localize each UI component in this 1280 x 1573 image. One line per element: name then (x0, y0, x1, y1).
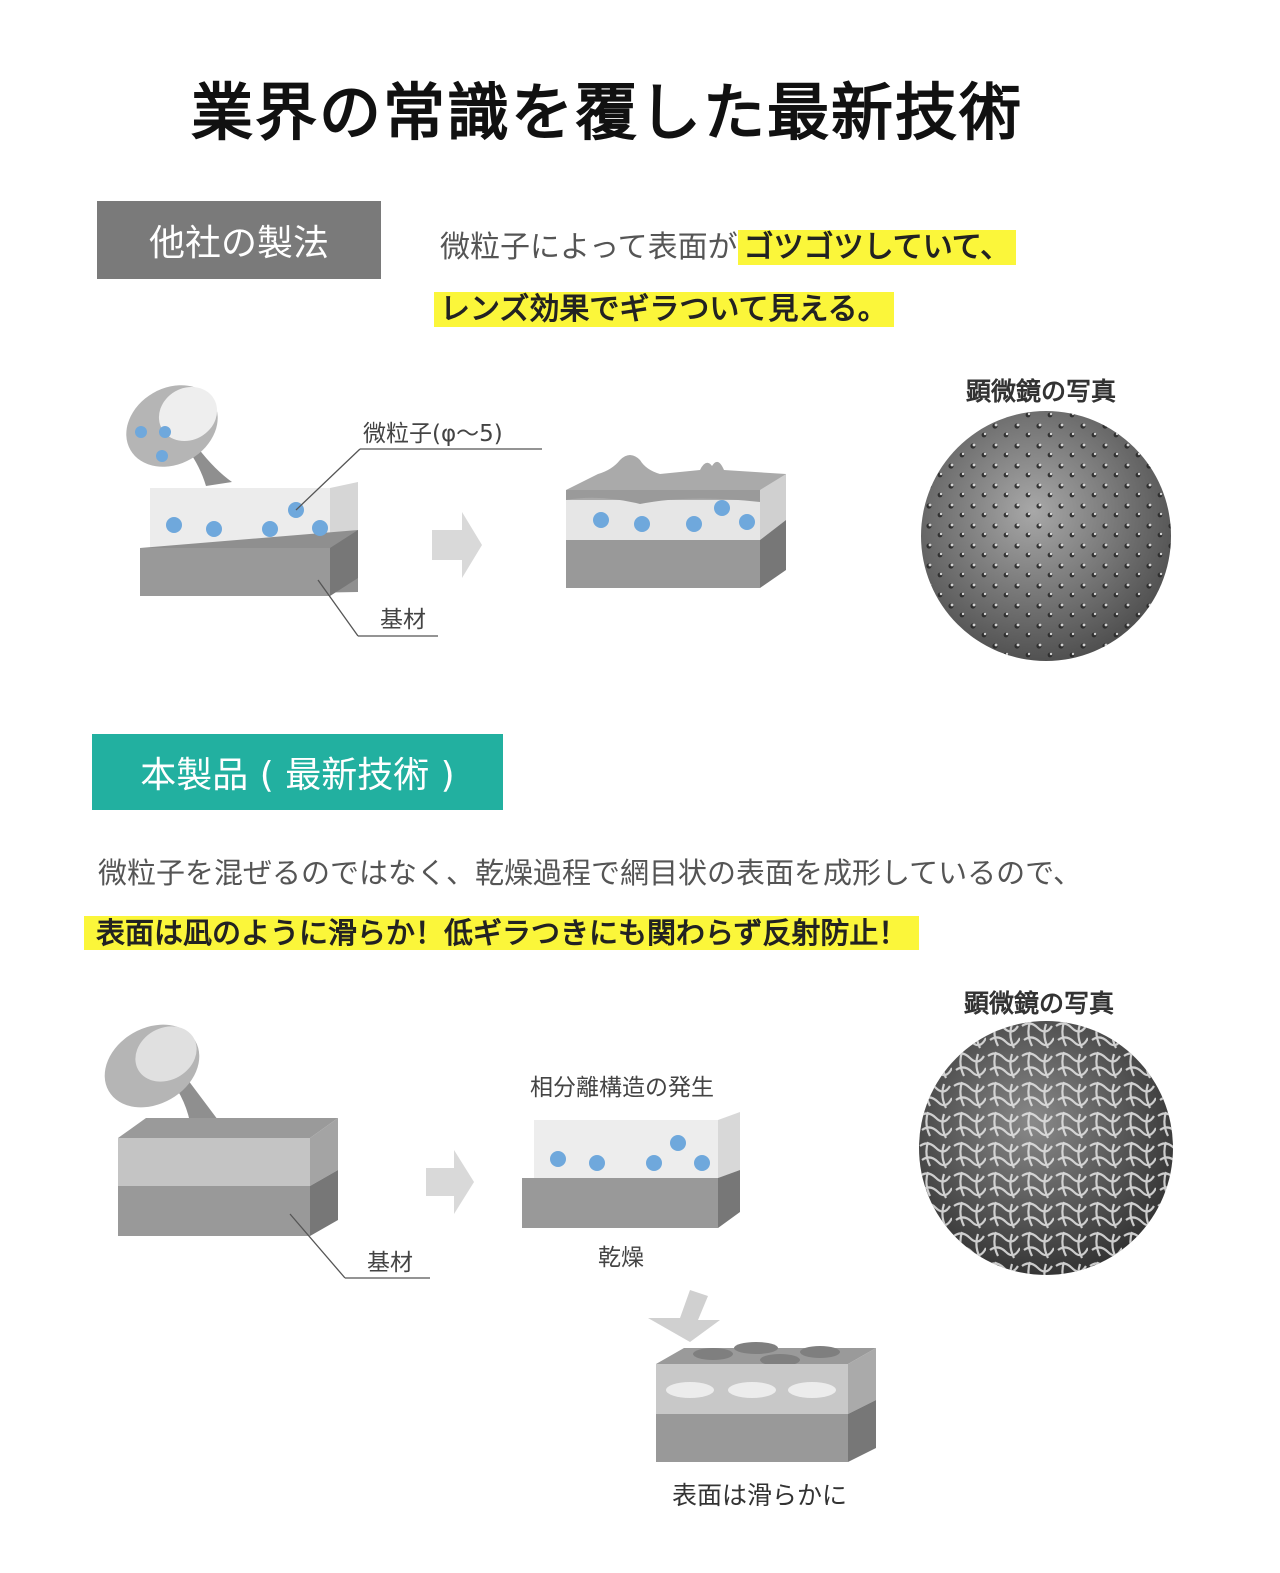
pouring-cup-icon (126, 385, 232, 486)
arrow-right-icon (432, 512, 482, 578)
other-desc-line1: 微粒子によって表面がゴツゴツしていて、 (440, 222, 1017, 266)
substrate-label-2: 基材 (367, 1250, 413, 1276)
microscope-photo-rough (921, 411, 1171, 661)
other-desc-line2: レンズ効果でギラついて見える。 (434, 284, 894, 328)
micro-title-1: 顕微鏡の写真 (966, 377, 1117, 406)
drying-label: 乾燥 (598, 1245, 644, 1271)
micro-title-2: 顕微鏡の写真 (964, 989, 1115, 1018)
arrow-right-icon-2 (426, 1150, 474, 1214)
page-title: 業界の常識を覆した最新技術 (190, 76, 1023, 149)
other-method-label: 他社の製法 (97, 201, 381, 279)
other-block-before (140, 482, 358, 596)
other-block-after (566, 455, 786, 588)
smooth-surface-label: 表面は滑らかに (672, 1481, 848, 1510)
our-block-phase (522, 1112, 740, 1228)
microscope-photo-smooth (919, 1021, 1173, 1275)
our-block-before (118, 1118, 338, 1236)
particle-label: 微粒子(φ〜5) (363, 421, 503, 447)
arrow-down-left-icon (648, 1290, 720, 1342)
substrate-label-1: 基材 (380, 607, 426, 633)
our-desc-line2: 表面は凪のように滑らか！低ギラつきにも関わらず反射防止！ (84, 910, 920, 952)
our-desc-line1: 微粒子を混ぜるのではなく、乾燥過程で網目状の表面を成形しているので、 (98, 856, 1082, 890)
other-desc-plain: 微粒子によって表面が (440, 230, 738, 265)
other-desc-highlight2: レンズ効果でギラついて見える。 (434, 292, 894, 327)
pouring-cup-icon-2 (104, 1024, 218, 1122)
our-desc-highlight: 表面は凪のように滑らか！低ギラつきにも関わらず反射防止！ (84, 916, 920, 950)
our-block-smooth (656, 1342, 876, 1462)
phase-separation-label: 相分離構造の発生 (530, 1075, 714, 1101)
our-product-label: 本製品 ( 最新技術 ) (92, 734, 503, 810)
other-desc-highlight1: ゴツゴツしていて、 (737, 230, 1017, 265)
